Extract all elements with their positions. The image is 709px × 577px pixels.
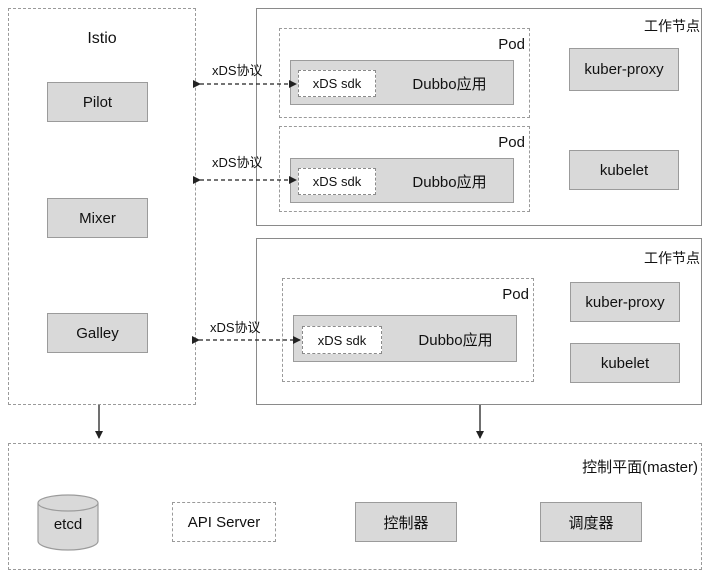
istio-panel <box>8 8 196 405</box>
worker-node-1-title: 工作节点 <box>644 18 700 34</box>
pilot-component: Pilot <box>47 82 148 122</box>
pod-3-xds-sdk: xDS sdk <box>302 326 382 354</box>
pod-2 <box>279 126 530 212</box>
xds-protocol-label-1: xDS协议 <box>212 63 263 78</box>
worker-1-kuber-proxy: kuber-proxy <box>569 48 679 91</box>
controller: 控制器 <box>355 502 457 542</box>
worker-2-kuber-proxy: kuber-proxy <box>570 282 680 322</box>
worker-node-1 <box>256 8 702 226</box>
galley-component: Galley <box>47 313 148 353</box>
pod-3-dubbo-app: Dubbo应用 <box>418 331 493 349</box>
worker-node-2-title: 工作节点 <box>644 250 700 266</box>
pod-2-dubbo-app: Dubbo应用 <box>412 173 487 191</box>
pod-1-title: Pod <box>498 36 525 53</box>
master-panel <box>8 443 702 570</box>
pod-1-xds-sdk: xDS sdk <box>298 70 376 97</box>
api-server: API Server <box>172 502 276 542</box>
worker-1-kubelet: kubelet <box>569 150 679 190</box>
xds-protocol-label-2: xDS协议 <box>212 155 263 170</box>
pod-3-title: Pod <box>502 286 529 303</box>
pod-1-dubbo-app: Dubbo应用 <box>412 75 487 93</box>
pod-2-title: Pod <box>498 134 525 151</box>
scheduler: 调度器 <box>540 502 642 542</box>
worker-2-kubelet: kubelet <box>570 343 680 383</box>
etcd-database-icon <box>37 494 99 551</box>
etcd-label: etcd <box>53 515 83 533</box>
pod-1 <box>279 28 530 118</box>
xds-protocol-label-3: xDS协议 <box>210 320 261 335</box>
worker-node-2 <box>256 238 702 405</box>
istio-title: Istio <box>87 30 117 47</box>
pod-2-xds-sdk: xDS sdk <box>298 168 376 195</box>
mixer-component: Mixer <box>47 198 148 238</box>
pod-3 <box>282 278 534 382</box>
master-title: 控制平面(master) <box>582 459 698 476</box>
